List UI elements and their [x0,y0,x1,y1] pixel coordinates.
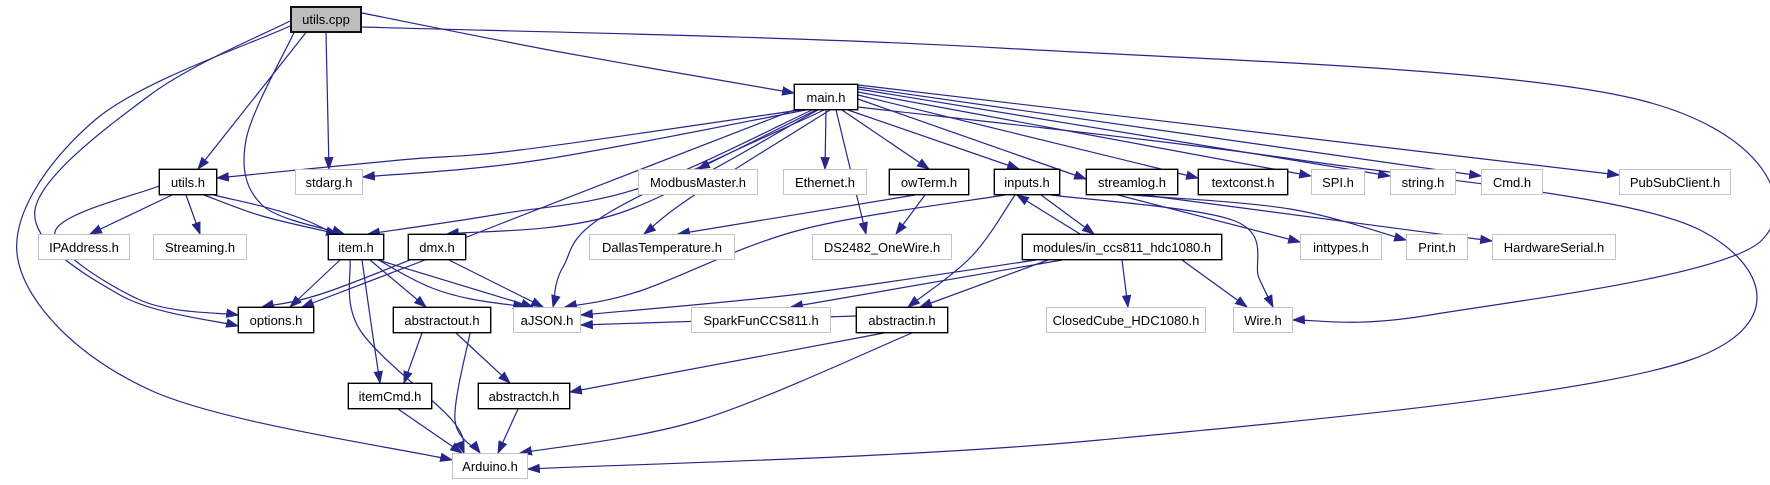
graph-node-stdargh[interactable]: stdarg.h [295,169,363,195]
include-edge-owterm-to-ds2482 [895,194,926,236]
include-edge-mainh-to-spi [857,91,1313,179]
graph-node-ajson[interactable]: aJSON.h [513,307,581,333]
include-edge-mainh-to-streamlog [857,98,1088,180]
include-edge-mainh-to-arduino [526,106,1758,474]
graph-node-modbus[interactable]: ModbusMaster.h [638,169,758,195]
include-edge-utilsh-to-item [203,194,340,236]
include-edge-abstractout-to-abstractch [455,332,511,384]
graph-node-abstractch[interactable]: abstractch.h [478,383,570,409]
graph-node-print[interactable]: Print.h [1406,234,1468,260]
graph-node-item[interactable]: item.h [328,234,384,260]
include-edge-mainh-to-owterm [841,109,931,170]
graph-node-dallas[interactable]: DallasTemperature.h [589,234,735,260]
include-edge-utilscpp-to-wire [361,26,1770,325]
include-edge-modules-to-wire [1181,259,1249,308]
include-edge-mainh-to-pubsub [857,84,1621,179]
include-edge-inputs-to-ajson [563,194,1006,310]
include-edge-mainh-to-options [260,109,795,309]
include-edge-modules-to-abstractin [918,259,1049,308]
include-edge-utilsh-to-streaming [185,194,201,236]
include-edge-mainh-to-inputs [847,109,1021,170]
include-edge-streamlog-to-inttypes [1117,194,1302,244]
include-edge-modules-to-closedcube [1121,259,1132,309]
graph-node-inputs[interactable]: inputs.h [994,169,1060,195]
include-edge-utilscpp-to-stdargh [323,32,334,171]
include-edge-abstractin-to-abstractch [568,332,885,395]
include-edge-abstractout-to-arduino [454,332,481,455]
include-edge-abstractin-to-arduino [518,332,913,456]
include-edge-utilscpp-to-item [243,32,346,235]
graph-node-spi[interactable]: SPI.h [1311,169,1365,195]
include-edge-dmx-to-ajson [448,259,545,308]
include-edge-mainh-to-stdargh [361,109,807,181]
include-edge-item-to-itemcmd [361,259,383,385]
include-edge-modules-to-inputs [1015,194,1081,235]
graph-node-hwserial[interactable]: HardwareSerial.h [1492,234,1616,260]
include-edge-mainh-to-ethernet [820,109,830,171]
graph-node-utilsh[interactable]: utils.h [159,169,217,195]
graph-node-utilscpp[interactable]: utils.cpp [290,5,362,33]
graph-node-abstractout[interactable]: abstractout.h [393,307,491,333]
include-edge-abstractch-to-arduino [497,408,519,455]
graph-node-ds2482[interactable]: DS2482_OneWire.h [812,234,952,260]
include-edge-owterm-to-dallas [676,194,916,237]
include-edge-mainh-to-textconst [857,94,1200,180]
include-edge-abstractout-to-itemcmd [403,332,423,385]
include-edge-mainh-to-cmd [857,86,1483,180]
graph-node-ethernet[interactable]: Ethernet.h [783,169,867,195]
include-edge-inputs-to-abstractin [906,194,1016,308]
include-edge-utilscpp-to-mainh [361,12,796,96]
include-edge-inputs-to-wire [1050,194,1274,309]
include-edge-mainh-to-modbus [696,109,817,170]
graph-node-mainh[interactable]: main.h [794,84,858,110]
graph-node-stringh[interactable]: string.h [1390,169,1456,195]
graph-node-arduino[interactable]: Arduino.h [452,453,528,479]
graph-node-wire[interactable]: Wire.h [1233,307,1293,333]
graph-node-dmx[interactable]: dmx.h [408,234,466,260]
include-edge-modules-to-sparkfun [789,259,1063,310]
include-edge-utilsh-to-ipaddress [88,194,173,235]
include-edge-mainh-to-ajson [551,109,825,309]
include-edge-mainh-to-item [366,109,813,237]
include-edge-item-to-abstractout [369,259,428,308]
include-edge-inputs-to-modules [1040,194,1096,235]
graph-node-cmd[interactable]: Cmd.h [1481,169,1543,195]
graph-node-textconst[interactable]: textconst.h [1198,169,1288,195]
include-edge-utilsh-to-options [54,185,240,318]
include-edge-item-to-ajson [377,259,535,309]
graph-node-pubsub[interactable]: PubSubClient.h [1619,169,1731,195]
graph-node-itemcmd[interactable]: itemCmd.h [348,383,432,409]
graph-node-streaming[interactable]: Streaming.h [153,234,247,260]
include-edge-mainh-to-dmx [445,109,819,238]
graph-node-streamlog[interactable]: streamlog.h [1086,169,1178,195]
include-edge-mainh-to-utilsh [215,109,801,182]
include-edge-itemcmd-to-arduino [397,408,464,454]
graph-node-closedcube[interactable]: ClosedCube_HDC1080.h [1046,307,1206,333]
graph-node-ipaddress[interactable]: IPAddress.h [38,234,130,260]
graph-node-abstractin[interactable]: abstractin.h [856,307,948,333]
include-edge-utilscpp-to-arduino [16,25,454,462]
include-edge-mainh-to-stringh [857,88,1392,179]
graph-node-owterm[interactable]: owTerm.h [889,169,969,195]
include-edge-dmx-to-options [300,259,426,308]
include-edge-streamlog-to-hwserial [1143,194,1494,245]
graph-node-options[interactable]: options.h [238,307,314,333]
include-edge-utilscpp-to-utilsh [197,32,307,171]
graph-node-sparkfun[interactable]: SparkFunCCS811.h [691,307,831,333]
graph-node-inttypes[interactable]: inttypes.h [1300,234,1382,260]
graph-node-modules[interactable]: modules/in_ccs811_hdc1080.h [1022,234,1222,260]
include-edge-modules-to-ajson [579,259,1037,319]
include-edge-utilscpp-to-options [34,20,291,328]
include-edge-item-to-options [289,259,341,308]
